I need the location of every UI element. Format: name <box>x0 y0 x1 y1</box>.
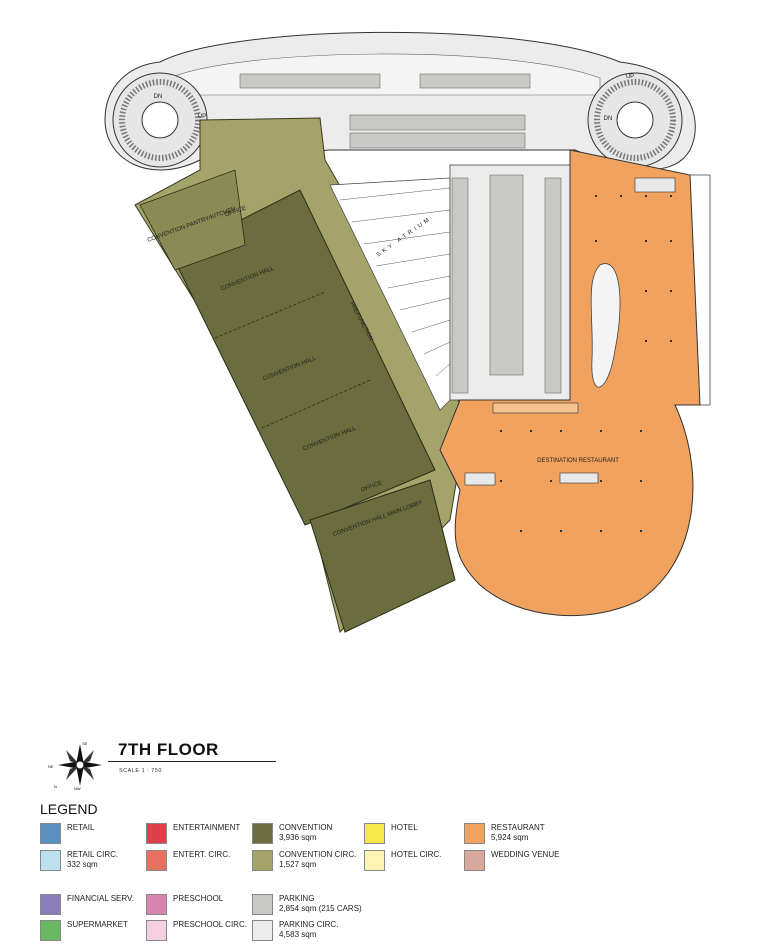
legend-detail: 2,854 sqm (215 CARS) <box>279 904 362 913</box>
legend-text: SUPERMARKET <box>67 920 128 930</box>
legend-label: CONVENTION CIRC. <box>279 850 357 859</box>
kitchen-core <box>464 472 496 486</box>
label-destination-restaurant: DESTINATION RESTAURANT <box>537 458 619 464</box>
legend-item: HOTEL CIRC. <box>364 850 441 871</box>
restaurant-area <box>439 149 701 617</box>
legend-label: PRESCHOOL <box>173 894 224 903</box>
legend-item: CONVENTION CIRC.1,527 sqm <box>252 850 356 871</box>
legend-item: SUPERMARKET <box>40 920 128 941</box>
legend-label: RETAIL <box>67 823 95 832</box>
top-parking-stalls <box>239 73 531 149</box>
compass-n: N <box>54 784 57 789</box>
legend-detail: 5,924 sqm <box>491 833 529 842</box>
legend-label: ENTERTAINMENT <box>173 823 241 832</box>
legend-swatch <box>252 823 273 844</box>
legend-text: ENTERT. CIRC. <box>173 850 230 860</box>
legend-swatch <box>364 823 385 844</box>
central-parking-stalls <box>451 174 562 394</box>
legend-swatch <box>40 850 61 871</box>
legend-label: PARKING CIRC. <box>279 920 339 929</box>
legend-swatch <box>464 823 485 844</box>
legend-swatch <box>40 894 61 915</box>
legend-item: PRESCHOOL CIRC. <box>146 920 247 941</box>
legend-text: CONVENTION CIRC.1,527 sqm <box>279 850 356 870</box>
legend-detail: 3,936 sqm <box>279 833 317 842</box>
legend-label: CONVENTION <box>279 823 333 832</box>
scale-label: SCALE 1 : 750 <box>119 768 162 774</box>
legend-item: FINANCIAL SERV. <box>40 894 134 915</box>
compass-se: SE <box>82 741 88 746</box>
floor-title: 7TH FLOOR <box>118 740 219 759</box>
label-up-left: UP <box>198 114 206 120</box>
legend-swatch <box>146 920 167 941</box>
legend-label: RESTAURANT <box>491 823 545 832</box>
main-lobby-block <box>309 479 456 633</box>
legend-text: RETAIL CIRC.332 sqm <box>67 850 118 870</box>
floor-plan: CONVENTION PANTRY/KITCHEN OFFICE OFFICE … <box>104 31 711 633</box>
legend-text: PRESCHOOL CIRC. <box>173 920 247 930</box>
legend-text: HOTEL CIRC. <box>391 850 441 860</box>
legend-label: FINANCIAL SERV. <box>67 894 134 903</box>
legend-swatch <box>252 894 273 915</box>
legend-label: WEDDING VENUE <box>491 850 560 859</box>
legend-text: PRESCHOOL <box>173 894 223 904</box>
restaurant-columns <box>500 195 672 532</box>
legend-swatch <box>146 823 167 844</box>
legend-label: ENTERT. CIRC. <box>173 850 231 859</box>
legend-label: PARKING <box>279 894 315 903</box>
restaurant-counter <box>559 472 599 484</box>
atrium-void <box>590 263 621 388</box>
compass-nw: NW <box>74 786 81 790</box>
label-dn-left: DN <box>154 94 163 100</box>
legend-swatch <box>40 823 61 844</box>
legend-swatch <box>252 850 273 871</box>
legend-text: WEDDING VENUE <box>491 850 559 860</box>
legend-item: RETAIL CIRC.332 sqm <box>40 850 118 871</box>
restaurant-facade <box>690 174 711 406</box>
legend-label: PRESCHOOL CIRC. <box>173 920 247 929</box>
legend-swatch <box>364 850 385 871</box>
legend-item: WEDDING VENUE <box>464 850 559 871</box>
legend-item: PARKING CIRC.4,583 sqm <box>252 920 338 941</box>
label-up-right: UP <box>626 74 634 80</box>
convention-hall-block <box>171 189 436 526</box>
legend-heading: LEGEND <box>40 801 98 817</box>
legend-label: HOTEL <box>391 823 418 832</box>
pantry-block <box>139 169 246 271</box>
legend-item: ENTERTAINMENT <box>146 823 240 844</box>
legend-label: HOTEL CIRC. <box>391 850 442 859</box>
compass-rose-icon: SE NE N NW <box>48 741 102 790</box>
label-dn-right: DN <box>604 116 613 122</box>
legend-text: FINANCIAL SERV. <box>67 894 134 904</box>
legend-text: RETAIL <box>67 823 94 833</box>
legend-text: HOTEL <box>391 823 418 833</box>
legend-label: RETAIL CIRC. <box>67 850 119 859</box>
service-core <box>634 177 676 193</box>
legend-item: RETAIL <box>40 823 94 844</box>
compass-ne: NE <box>48 764 54 769</box>
legend-item: HOTEL <box>364 823 418 844</box>
legend-detail: 4,583 sqm <box>279 930 317 939</box>
legend-swatch <box>146 850 167 871</box>
legend-swatch <box>464 850 485 871</box>
legend-text: ENTERTAINMENT <box>173 823 240 833</box>
legend-swatch <box>146 894 167 915</box>
legend-swatch <box>40 920 61 941</box>
title-underline <box>108 761 276 762</box>
legend-detail: 1,527 sqm <box>279 860 317 869</box>
legend-item: PRESCHOOL <box>146 894 223 915</box>
legend-text: PARKING CIRC.4,583 sqm <box>279 920 338 940</box>
bar-counter <box>492 402 579 414</box>
legend-swatch <box>252 920 273 941</box>
legend-label: SUPERMARKET <box>67 920 128 929</box>
legend-detail: 332 sqm <box>67 860 98 869</box>
legend-item: ENTERT. CIRC. <box>146 850 230 871</box>
